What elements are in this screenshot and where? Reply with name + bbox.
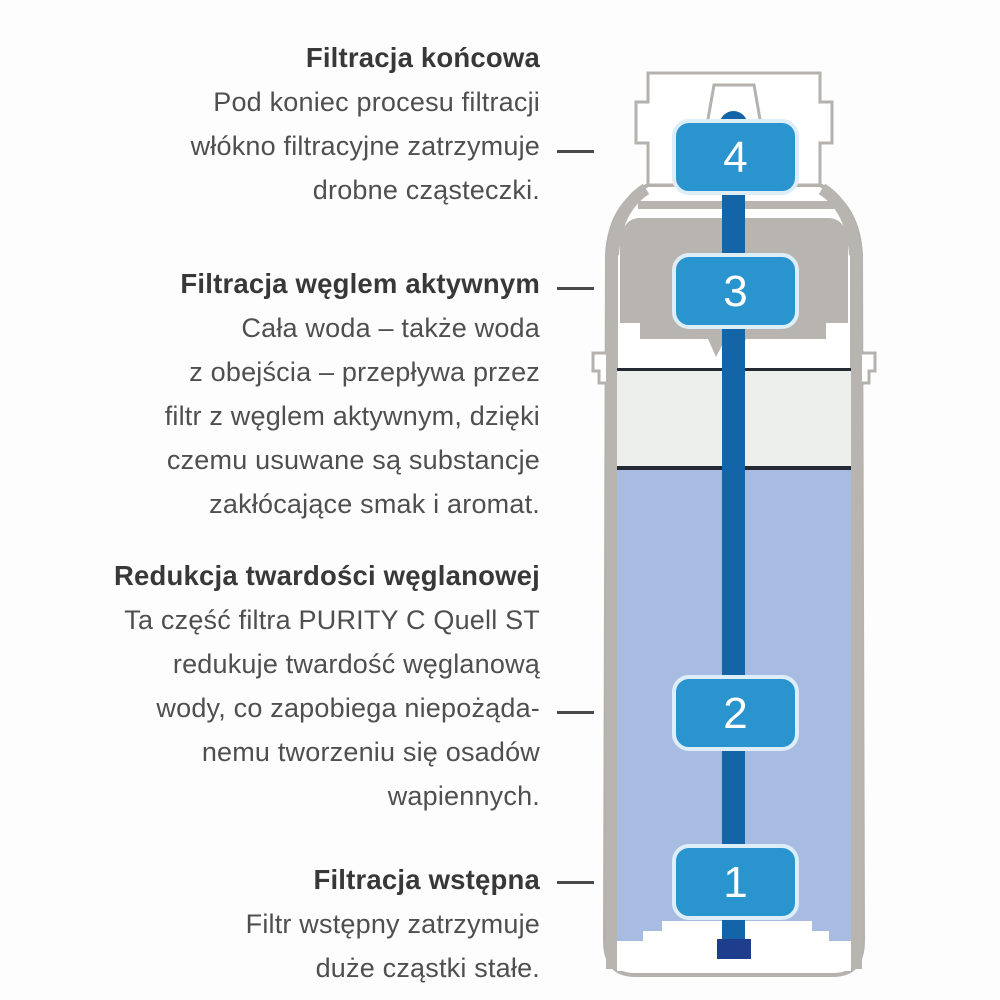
stage-block-active-carbon: Filtracja węglem aktywnym Cała woda – ta…: [165, 262, 540, 526]
filter-shoulder-right: [818, 183, 861, 256]
stage-badge-1: 1: [672, 844, 799, 920]
tube-outlet: [717, 939, 751, 959]
stage-badge-3: 3: [672, 253, 799, 329]
badge-3-box: [672, 253, 799, 329]
badge-1-box: [672, 844, 799, 920]
filter-shoulder-left: [607, 183, 650, 256]
stage-heading: Redukcja twardości węglanowej: [113, 560, 540, 591]
stage-line: zakłócające smak i aromat.: [209, 489, 540, 519]
stage-block-carbonate-hardness: Redukcja twardości węglanowej Ta część f…: [114, 554, 540, 818]
stage-line: z obejścia – przepływa przez: [189, 357, 540, 387]
stage-block-pre-filtration: Filtracja wstępna Filtr wstępny zatrzymu…: [246, 858, 540, 990]
badge-1-number: 1: [723, 858, 747, 907]
stage-line: nemu tworzeniu się osadów: [201, 737, 540, 767]
mount-tab-right: [862, 351, 877, 385]
connector-line: [557, 287, 594, 290]
badge-2-box: [672, 675, 799, 751]
stage-line: Ta część filtra PURITY C Quell ST: [124, 605, 540, 635]
stage-line: wapiennych.: [387, 781, 540, 811]
stage-line: czemu usuwane są substancje: [166, 445, 540, 475]
stage-line: redukuje twardość węglanową: [172, 649, 540, 679]
badge-4-box: [672, 119, 799, 195]
badge-3-number: 3: [723, 267, 747, 316]
stage-badge-2: 2: [672, 675, 799, 751]
riser-tube: [722, 119, 745, 939]
connector-line: [557, 881, 594, 884]
mount-tab-left: [591, 351, 606, 385]
stage-badge-4: 4: [672, 119, 799, 195]
badge-2-number: 2: [723, 689, 747, 738]
stage-heading: Filtracja węglem aktywnym: [180, 268, 540, 299]
connector-line: [557, 150, 594, 153]
connector-line: [557, 711, 594, 714]
stage-line: duże cząstki stałe.: [315, 953, 540, 983]
filter-wall-left: [606, 253, 618, 969]
filter-wall-right: [850, 253, 862, 969]
stage-line: Pod koniec procesu filtracji: [213, 87, 540, 117]
stage-line: Cała woda – także woda: [241, 313, 540, 343]
stage-line: wody, co zapobiega niepożąda-: [156, 693, 540, 723]
stage-line: włókno filtracyjne zatrzymuje: [190, 131, 540, 161]
stage-line: drobne cząsteczki.: [312, 175, 540, 205]
stage-heading: Filtracja wstępna: [313, 864, 540, 895]
stage-line: filtr z węglem aktywnym, dzięki: [164, 401, 540, 431]
badge-4-number: 4: [723, 133, 747, 182]
stage-block-final-filtration: Filtracja końcowa Pod koniec procesu fil…: [191, 36, 540, 212]
filter-cartridge-illustration: 4 3 2 1: [591, 71, 877, 977]
stage-line: Filtr wstępny zatrzymuje: [245, 909, 540, 939]
stage-heading: Filtracja końcowa: [305, 42, 540, 73]
